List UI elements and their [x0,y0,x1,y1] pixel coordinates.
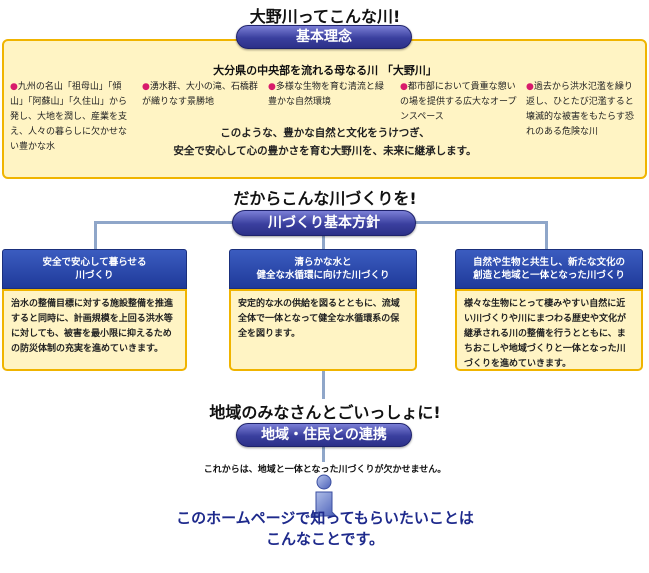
philosophy-summary: このような、豊かな自然と文化をうけつぎ、 安全で安心して心の豊かさを育む大野川を… [173,127,477,157]
cooperation-note: これからは、地域と一体となった川づくりが欠かせません。 [140,462,510,475]
bullet-icon: ● [400,82,408,92]
connector-line [322,368,325,410]
philosophy-subtitle: 大分県の中央部を流れる母なる川 「大野川」 [213,64,437,77]
principle-item: ●都市部において貴重な憩いの場を提供する広大なオープンスペース [400,82,517,122]
final-message: このホームページで知ってもらいたいことは こんなことです。 [176,509,474,548]
top-heading: 大野川ってこんな川! [249,7,401,26]
policy-body-water: 安定的な水の供給を図るとともに、流域全体で一体となって健全な水循環系の保全を図り… [229,289,417,371]
connector-line [545,221,548,249]
policy-pill: 川づくり基本方針 [232,210,416,236]
middle-heading: だからこんな川づくりを! [233,189,417,208]
basic-philosophy-pill: 基本理念 [236,25,412,49]
connector-line [322,234,325,249]
bullet-icon: ● [10,82,18,92]
connector-line [322,444,325,468]
bullet-icon: ● [142,82,150,92]
policy-title-water: 清らかな水と健全な水循環に向けた川づくり [229,249,417,289]
principle-item: ●湧水群、大小の滝、石橋群が織りなす景勝地 [142,82,258,107]
policy-title-nature: 自然や生物と共生し、新たな文化の創造と地域と一体となった川づくり [455,249,643,289]
bullet-icon: ● [268,82,276,92]
policy-title-safety: 安全で安心して暮らせる川づくり [2,249,187,289]
info-icon [306,474,342,520]
bottom-heading: 地域のみなさんとごいっしょに! [180,399,470,423]
policy-body-safety: 治水の整備目標に対する施設整備を推進すると同時に、計画規模を上回る洪水等に対して… [2,289,187,371]
bullet-icon: ● [526,82,534,92]
connector-line [94,221,97,249]
principle-item: ●過去から洪水氾濫を繰り返し、ひとたび氾濫すると壊滅的な被害をもたらす恐れのある… [526,82,634,137]
principle-item: ●九州の名山「祖母山」「傾山」「阿蘇山」「久住山」から発し、大地を潤し、産業を支… [10,82,128,152]
principle-item: ●多様な生物を育む清流と緑豊かな自然環境 [268,82,384,107]
policy-body-nature: 様々な生物にとって棲みやすい自然に近い川づくりや川にまつわる歴史や文化が継承され… [455,289,643,371]
cooperation-pill: 地域・住民との連携 [236,423,412,447]
